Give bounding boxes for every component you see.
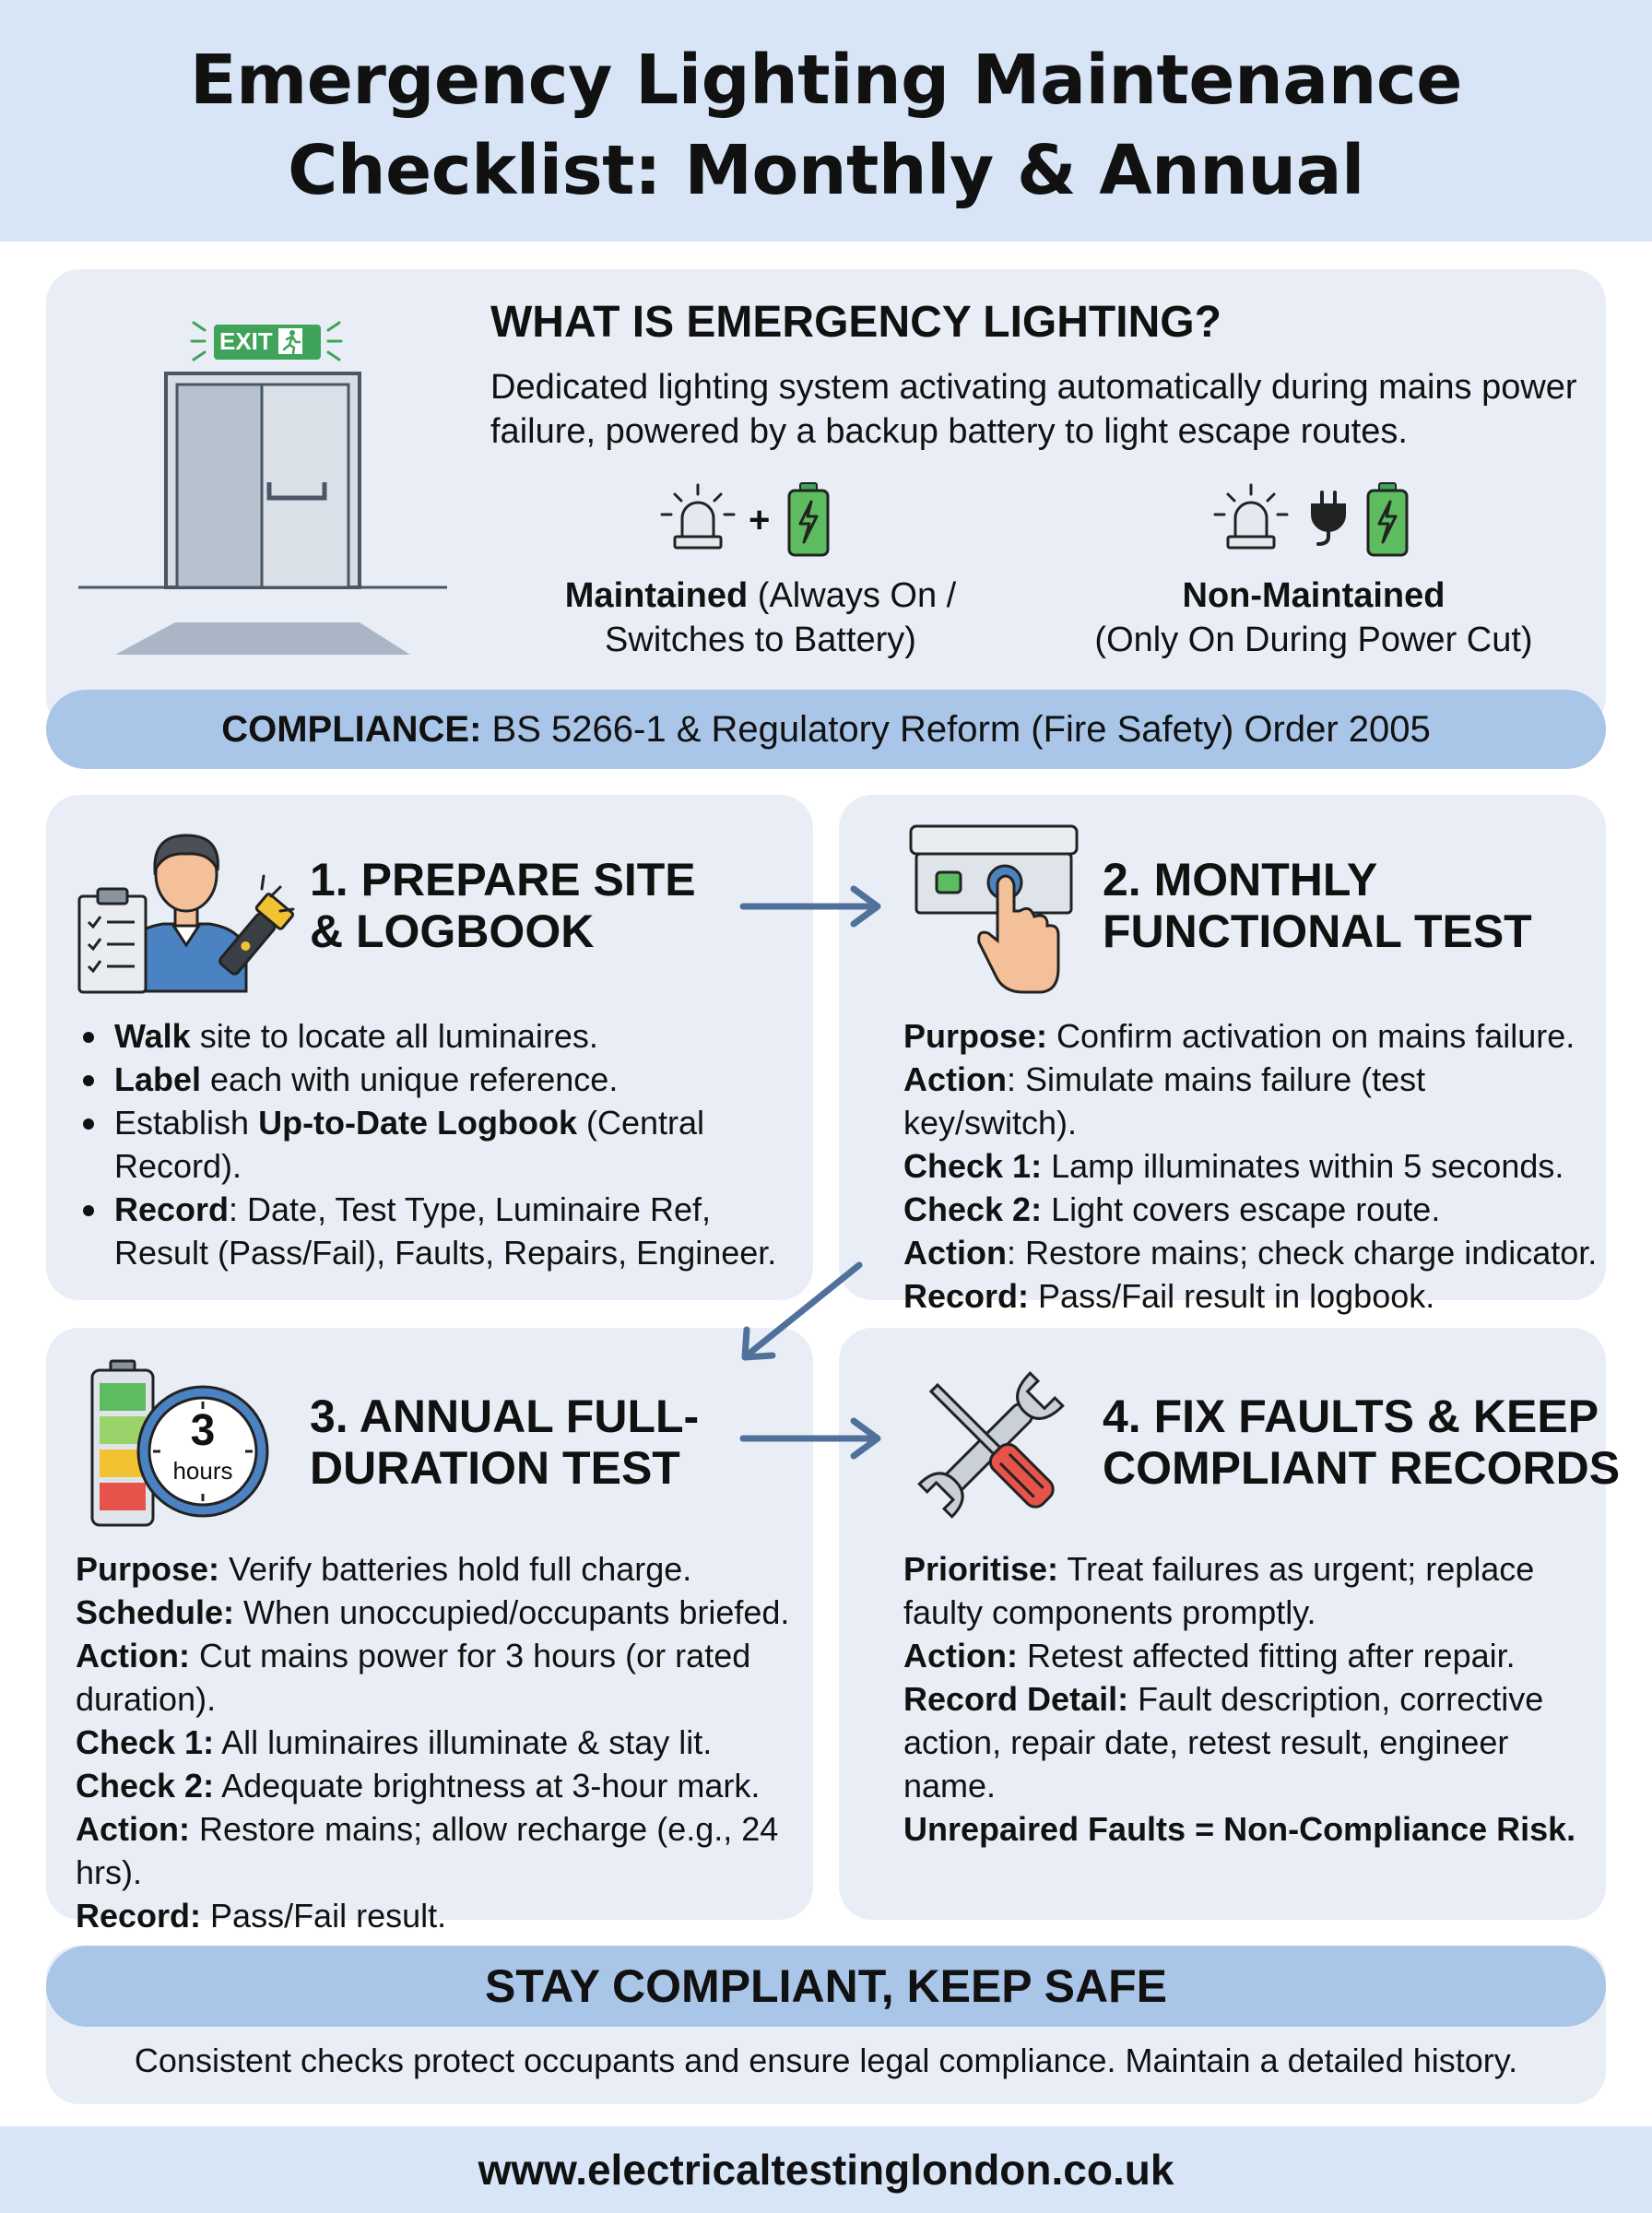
list-item: Check 1: All luminaires illuminate & sta… — [76, 1723, 713, 1761]
compliance-banner: COMPLIANCE: BS 5266-1 & Regulatory Refor… — [46, 690, 1606, 769]
non-maintained-label: Non-Maintained (Only On During Power Cut… — [1060, 574, 1567, 662]
non-maintained-bold: Non-Maintained — [1182, 576, 1446, 615]
header: Emergency Lighting Maintenance Checklist… — [0, 0, 1652, 242]
list-item: duration). — [76, 1680, 217, 1718]
step2-title: 2. MONTHLY FUNCTIONAL TEST — [1103, 854, 1532, 957]
exit-door-icon — [78, 321, 447, 655]
list-item: Check 2: Light covers escape route. — [903, 1190, 1441, 1228]
step3-title-line2: DURATION TEST — [310, 1442, 680, 1494]
exit-sign-label: EXIT — [219, 327, 273, 355]
plus-sign: + — [749, 500, 771, 540]
step2-list: Purpose: Confirm activation on mains fai… — [903, 1014, 1604, 1318]
list-item: Label each with unique reference. — [76, 1058, 804, 1101]
step4-title-line2: COMPLIANT RECORDS — [1103, 1442, 1621, 1494]
intro-description: Dedicated lighting system activating aut… — [490, 368, 1577, 451]
intro-title: WHAT IS EMERGENCY LIGHTING? — [490, 298, 1221, 347]
step1-title: 1. PREPARE SITE & LOGBOOK — [310, 854, 696, 957]
list-item: Action: Retest affected fitting after re… — [903, 1637, 1516, 1675]
compliance-text: BS 5266-1 & Regulatory Reform (Fire Safe… — [481, 709, 1431, 750]
timer-unit: hours — [172, 1457, 233, 1485]
list-item: faulty components promptly. — [903, 1593, 1316, 1631]
list-item: Record: Pass/Fail result. — [76, 1897, 447, 1935]
footer-url: www.electricaltestinglondon.co.uk — [0, 2126, 1652, 2213]
list-item: Action: Simulate mains failure (test key… — [903, 1060, 1426, 1142]
battery-timer-icon — [90, 1359, 269, 1527]
step2-title-line2: FUNCTIONAL TEST — [1103, 905, 1532, 957]
list-item: Prioritise: Treat failures as urgent; re… — [903, 1550, 1535, 1588]
maintained-line2: Switches to Battery) — [605, 621, 916, 659]
list-item: Purpose: Confirm activation on mains fai… — [903, 1017, 1575, 1055]
engineer-clipboard-torch-icon — [77, 834, 295, 994]
arrow-step2-to-step3-icon — [741, 1261, 863, 1361]
maintained-bold: Maintained — [564, 576, 749, 615]
maintained-label: Maintained (Always On / Switches to Batt… — [535, 574, 986, 662]
beacon-light-icon — [660, 483, 736, 550]
stay-text: Consistent checks protect occupants and … — [134, 2041, 1518, 2079]
step1-title-line2: & LOGBOOK — [310, 905, 595, 957]
battery-charge-icon-2 — [1366, 482, 1409, 557]
maintained-rest: (Always On / — [748, 576, 957, 615]
step3-list: Purpose: Verify batteries hold full char… — [76, 1547, 813, 1937]
arrow-step3-to-step4-icon — [739, 1417, 881, 1460]
arrow-step1-to-step2-icon — [739, 885, 881, 928]
timer-number: 3 — [190, 1406, 216, 1455]
step3-title: 3. ANNUAL FULL- DURATION TEST — [310, 1391, 699, 1494]
list-item: Walk site to locate all luminaires. — [76, 1014, 804, 1058]
power-plug-icon — [1311, 491, 1346, 546]
wrench-screwdriver-icon — [917, 1371, 1065, 1519]
step4-title: 4. FIX FAULTS & KEEP COMPLIANT RECORDS — [1103, 1391, 1620, 1494]
title-line-2: Checklist: Monthly & Annual — [288, 131, 1364, 210]
list-item: Record: Pass/Fail result in logbook. — [903, 1277, 1435, 1315]
list-item: Record: Date, Test Type, Luminaire Ref, … — [76, 1188, 804, 1274]
list-item: Unrepaired Faults = Non-Compliance Risk. — [903, 1810, 1576, 1848]
step1-title-line1: 1. PREPARE SITE — [310, 854, 696, 905]
page-title: Emergency Lighting Maintenance Checklist… — [0, 35, 1652, 216]
step3-title-line1: 3. ANNUAL FULL- — [310, 1391, 700, 1442]
non-maintained-line2: (Only On During Power Cut) — [1094, 621, 1533, 659]
list-item: Purpose: Verify batteries hold full char… — [76, 1550, 692, 1588]
test-button-press-icon — [909, 824, 1079, 994]
title-line-1: Emergency Lighting Maintenance — [190, 41, 1462, 120]
list-item: Record Detail: Fault description, correc… — [903, 1680, 1544, 1718]
list-item: Check 1: Lamp illuminates within 5 secon… — [903, 1147, 1564, 1185]
list-item: Establish Up-to-Date Logbook (Central Re… — [76, 1101, 804, 1188]
step2-title-line1: 2. MONTHLY — [1103, 854, 1378, 905]
list-item: action, repair date, retest result, engi… — [903, 1723, 1509, 1805]
running-man-icon — [278, 328, 302, 354]
stay-title: STAY COMPLIANT, KEEP SAFE — [46, 1946, 1606, 2027]
list-item: Schedule: When unoccupied/occupants brie… — [76, 1593, 790, 1631]
list-item: Action: Cut mains power for 3 hours (or … — [76, 1637, 751, 1675]
battery-charge-icon — [787, 482, 830, 557]
list-item: Action: Restore mains; check charge indi… — [903, 1234, 1598, 1272]
list-item: Action: Restore mains; allow recharge (e… — [76, 1810, 779, 1891]
step1-list: Walk site to locate all luminaires. Labe… — [76, 1014, 804, 1274]
beacon-light-icon-2 — [1213, 483, 1289, 550]
compliance-label: COMPLIANCE: — [221, 709, 482, 750]
step4-title-line1: 4. FIX FAULTS & KEEP — [1103, 1391, 1599, 1442]
step4-list: Prioritise: Treat failures as urgent; re… — [903, 1547, 1604, 1851]
list-item: Check 2: Adequate brightness at 3-hour m… — [76, 1767, 761, 1805]
